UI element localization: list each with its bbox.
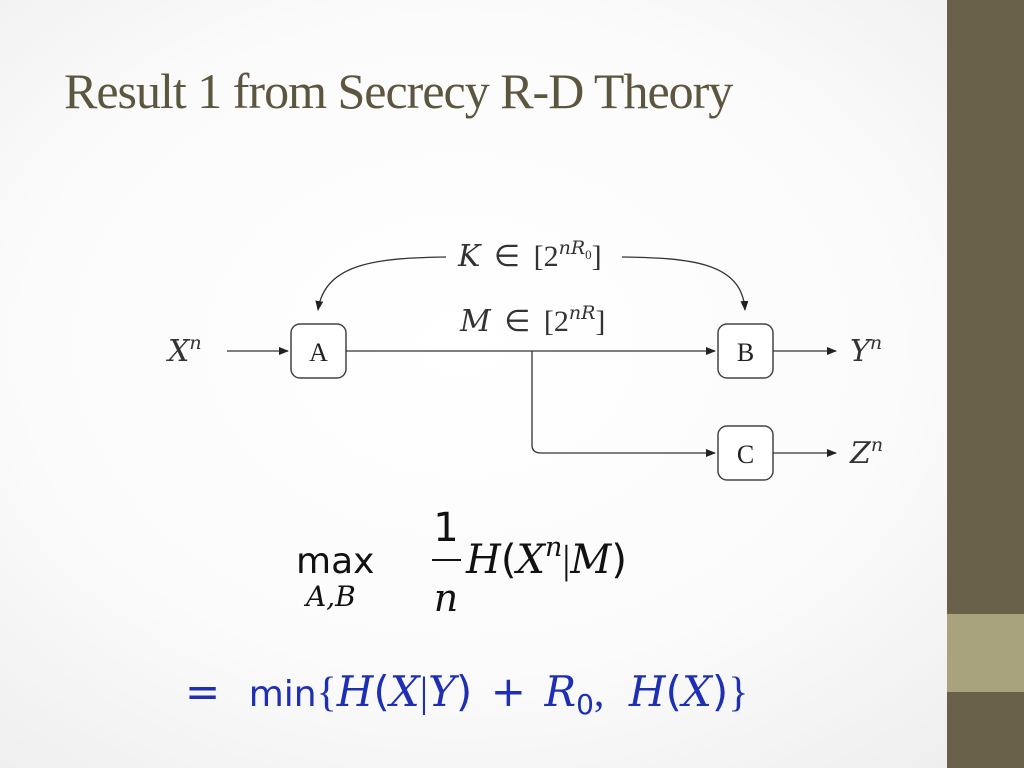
objective-max: max xyxy=(296,541,374,582)
slide-title: Result 1 from Secrecy R-D Theory xyxy=(64,63,733,119)
objective-max-subscript: A,B xyxy=(303,580,356,613)
objective-entropy: H(Xn|M) xyxy=(465,532,627,583)
eavesdrop-branch xyxy=(531,351,716,457)
node-a-label: A xyxy=(309,338,328,367)
node-c-label: C xyxy=(737,440,754,469)
key-label: K ∈ [2nR0] xyxy=(457,237,602,274)
key-arc-left xyxy=(315,256,447,311)
sidebar-accent-block xyxy=(947,614,1024,692)
source-label: Xn xyxy=(166,332,202,369)
objective-frac-den: n xyxy=(434,576,458,620)
message-label: M ∈ [2nR] xyxy=(459,302,605,339)
output-c-label: Zn xyxy=(849,434,883,471)
output-b-label: Yn xyxy=(850,332,882,369)
node-b-label: B xyxy=(737,338,754,367)
system-diagram: K ∈ [2nR0] M ∈ [2nR] Xn A B C Yn Zn max … xyxy=(166,237,883,721)
objective-expression: max A,B 1 n H(Xn|M) xyxy=(296,505,627,620)
result-expression: = min{H(X|Y) + R0, H(X)} xyxy=(185,667,748,721)
objective-frac-num: 1 xyxy=(433,505,458,551)
key-arc-right xyxy=(621,256,749,311)
